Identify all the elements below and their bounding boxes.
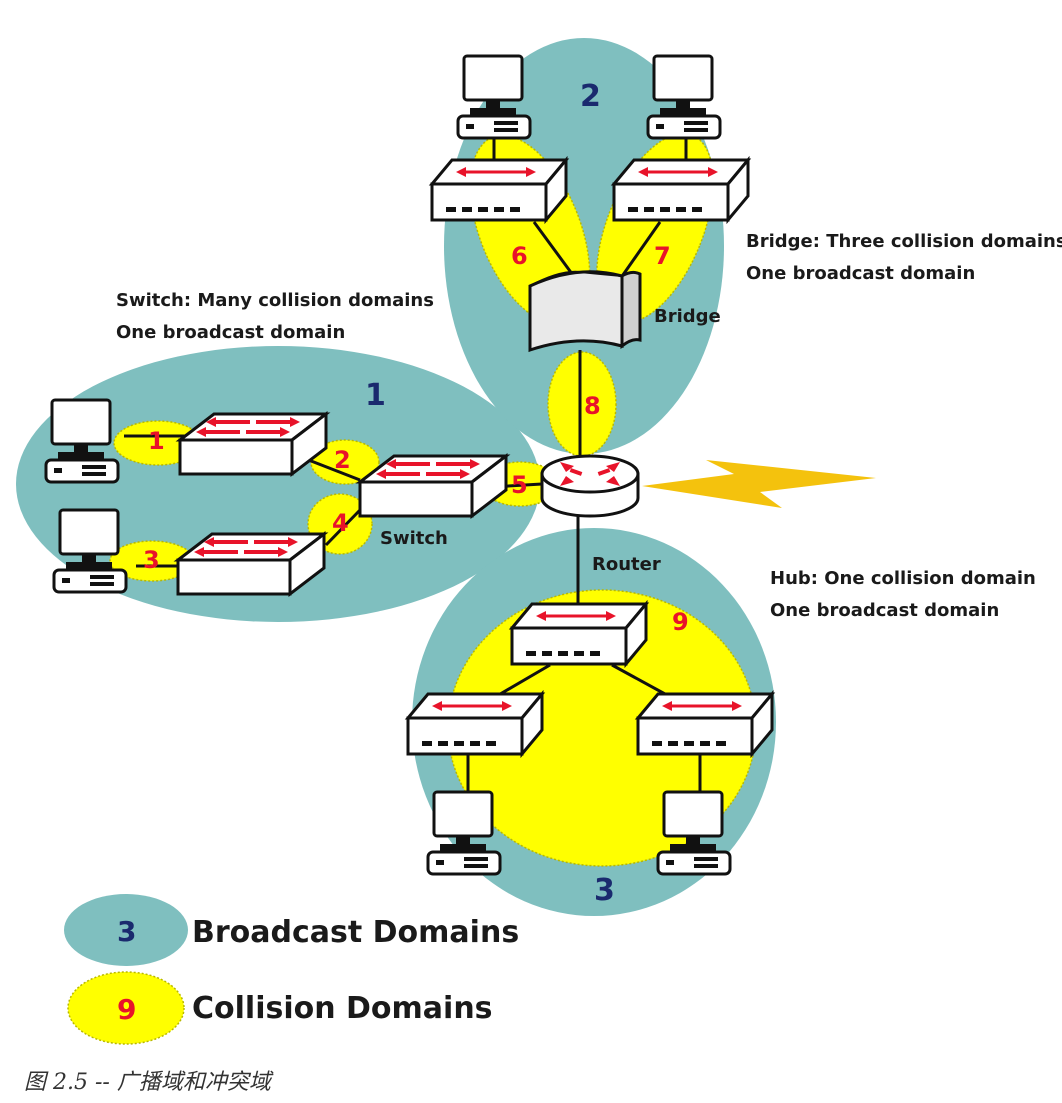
switch-description-line2: One broadcast domain xyxy=(116,322,345,343)
legend-collision-swatch xyxy=(67,971,185,1045)
switch-icon-2 xyxy=(176,532,326,596)
legend-collision-count: 9 xyxy=(117,993,136,1026)
pc-icon-hub-2 xyxy=(656,790,732,876)
collision-number-8: 8 xyxy=(584,392,601,420)
bridge-label: Bridge xyxy=(654,306,721,327)
router-icon xyxy=(540,454,640,518)
broadcast-number-switch: 1 xyxy=(365,378,386,413)
figure-caption: 图 2.5 -- 广播域和冲突域 xyxy=(24,1070,271,1095)
collision-number-9: 9 xyxy=(672,608,689,636)
hub-icon-lower-right xyxy=(636,692,774,756)
switch-icon-core xyxy=(358,454,508,518)
switch-description-line1: Switch: Many collision domains xyxy=(116,290,434,311)
bridge-description-line1: Bridge: Three collision domains xyxy=(746,231,1062,252)
collision-number-7: 7 xyxy=(654,242,671,270)
hub-description-line2: One broadcast domain xyxy=(770,600,999,621)
legend-collision-label: Collision Domains xyxy=(192,991,493,1026)
collision-number-3: 3 xyxy=(143,546,160,574)
broadcast-number-bridge: 2 xyxy=(580,79,601,114)
pc-icon-switch-1 xyxy=(44,398,120,484)
broadcast-number-hub: 3 xyxy=(594,873,615,908)
pc-icon-bridge-1 xyxy=(456,54,532,140)
collision-domain-8 xyxy=(547,351,617,457)
pc-icon-hub-1 xyxy=(426,790,502,876)
collision-number-2: 2 xyxy=(334,446,351,474)
bridge-description-line2: One broadcast domain xyxy=(746,263,975,284)
hub-description-line1: Hub: One collision domain xyxy=(770,568,1036,589)
legend-broadcast-swatch xyxy=(64,894,188,966)
collision-number-6: 6 xyxy=(511,242,528,270)
legend-broadcast-count: 3 xyxy=(117,915,136,948)
hub-icon-lower-left xyxy=(406,692,544,756)
hub-icon-bridge-right xyxy=(612,158,750,222)
bridge-icon xyxy=(528,270,642,353)
pc-icon-bridge-2 xyxy=(646,54,722,140)
collision-number-4: 4 xyxy=(332,509,349,537)
router-label: Router xyxy=(592,554,661,575)
switch-label: Switch xyxy=(380,528,448,549)
collision-number-5: 5 xyxy=(511,471,528,499)
lightning-icon xyxy=(642,460,876,508)
collision-number-1: 1 xyxy=(148,427,165,455)
hub-icon-bridge-left xyxy=(430,158,568,222)
legend-broadcast-label: Broadcast Domains xyxy=(192,915,519,950)
pc-icon-switch-2 xyxy=(52,508,128,594)
hub-icon-central xyxy=(510,602,648,666)
switch-icon-1 xyxy=(178,412,328,476)
